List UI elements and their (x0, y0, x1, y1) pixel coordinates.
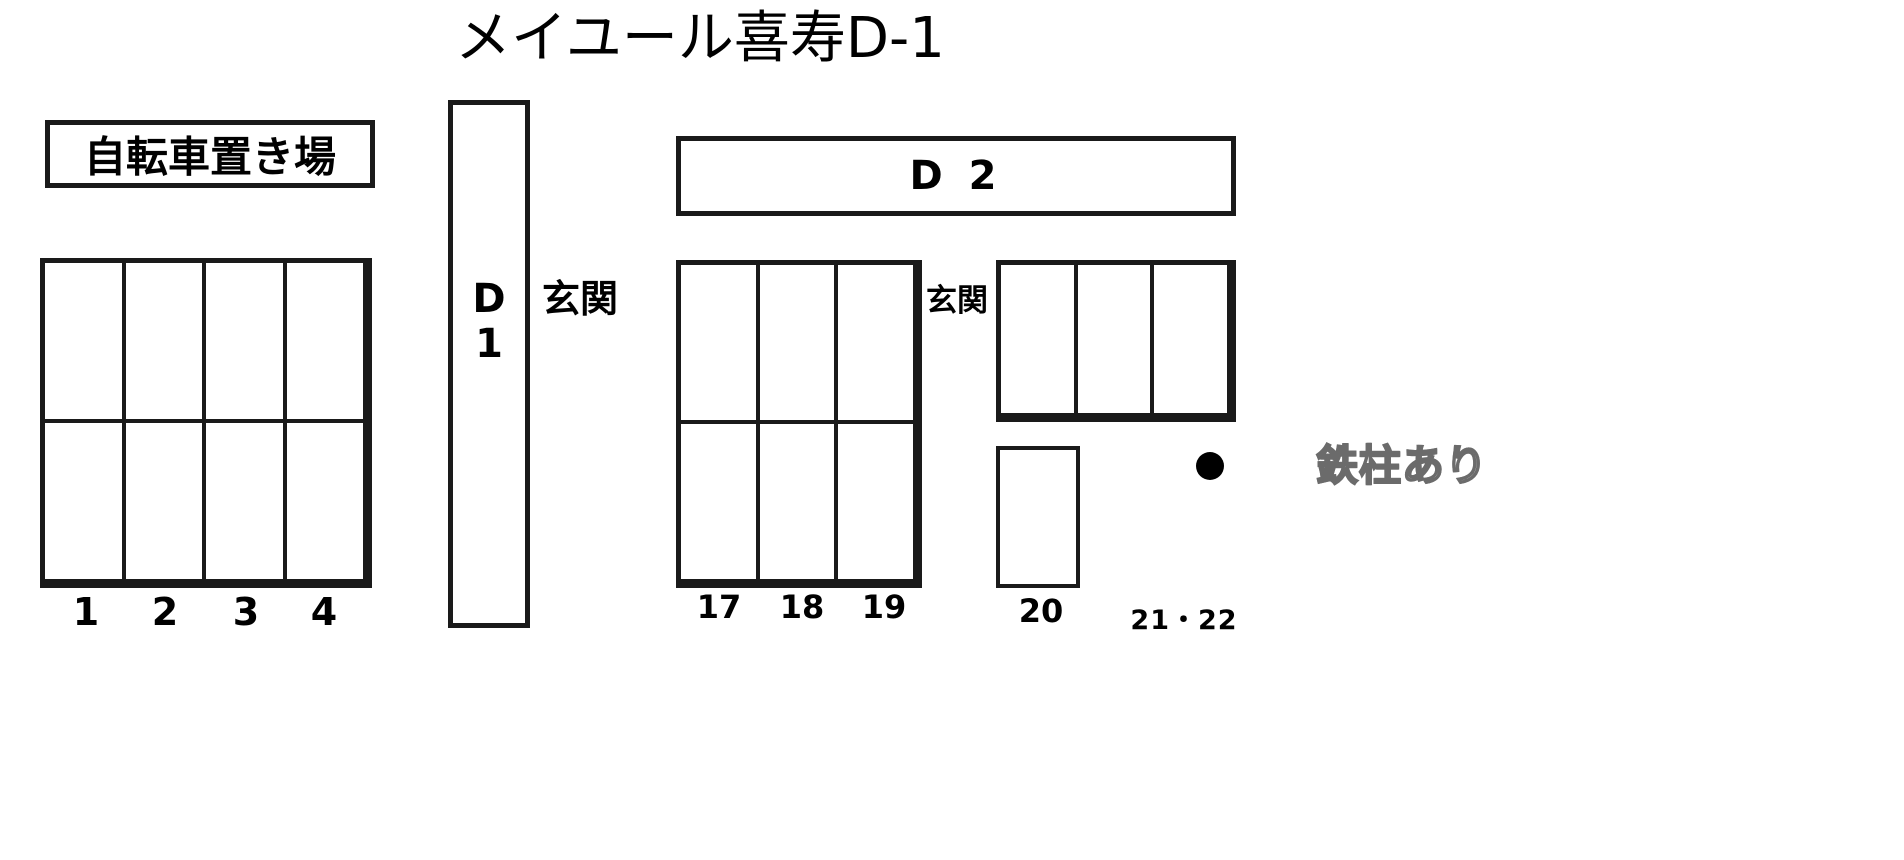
building-d1-line1: D (472, 276, 506, 322)
parking-cell[interactable] (1077, 265, 1155, 417)
stall-label-18: 18 (779, 588, 825, 626)
stall-label-1: 1 (72, 590, 100, 634)
parking-cell[interactable] (206, 263, 287, 423)
entrance-label-d2: 玄関 (926, 283, 988, 319)
parking-cell[interactable] (681, 265, 760, 424)
stall-label-21-22: 21・22 (1130, 605, 1238, 636)
stall-label-4: 4 (310, 590, 338, 634)
stall-label-19: 19 (861, 588, 907, 626)
parking-cell[interactable] (125, 263, 206, 423)
parking-cell[interactable] (45, 423, 126, 583)
building-d1: D 1 (448, 100, 530, 628)
parking-cell[interactable] (286, 423, 367, 583)
bicycle-parking-label: 自転車置き場 (83, 132, 336, 182)
building-d1-label: D 1 (453, 277, 525, 367)
iron-pillar-note: 鉄柱あり (1315, 440, 1489, 491)
parking-cell[interactable] (759, 424, 839, 583)
entrance-label-d1: 玄関 (542, 277, 619, 321)
stall-label-3: 3 (232, 590, 260, 634)
building-d2-label: D 2 (909, 153, 1003, 199)
parking-cell[interactable] (1001, 265, 1078, 417)
parking-cell[interactable] (838, 265, 917, 424)
parking-cell[interactable] (206, 423, 287, 583)
stall-label-20: 20 (1018, 592, 1064, 630)
parking-block-right (996, 260, 1236, 422)
parking-cell[interactable] (838, 424, 917, 583)
parking-cell[interactable] (286, 263, 367, 423)
parking-cell[interactable] (759, 265, 839, 424)
building-d1-line2: 1 (475, 320, 503, 367)
parking-cell[interactable] (681, 424, 760, 583)
parking-cell[interactable] (1154, 265, 1231, 417)
iron-pillar-dot-icon (1196, 452, 1224, 480)
bicycle-parking-box: 自転車置き場 (45, 120, 375, 188)
parking-cell[interactable] (125, 423, 206, 583)
parking-stall-20[interactable] (996, 446, 1080, 588)
parking-block-left (40, 258, 372, 588)
stall-label-2: 2 (151, 590, 179, 634)
parking-block-middle (676, 260, 922, 588)
building-d2: D 2 (676, 136, 1236, 216)
parking-cell[interactable] (45, 263, 126, 423)
stall-label-17: 17 (696, 588, 742, 626)
page-title: メイユール喜寿D-1 (455, 6, 945, 71)
